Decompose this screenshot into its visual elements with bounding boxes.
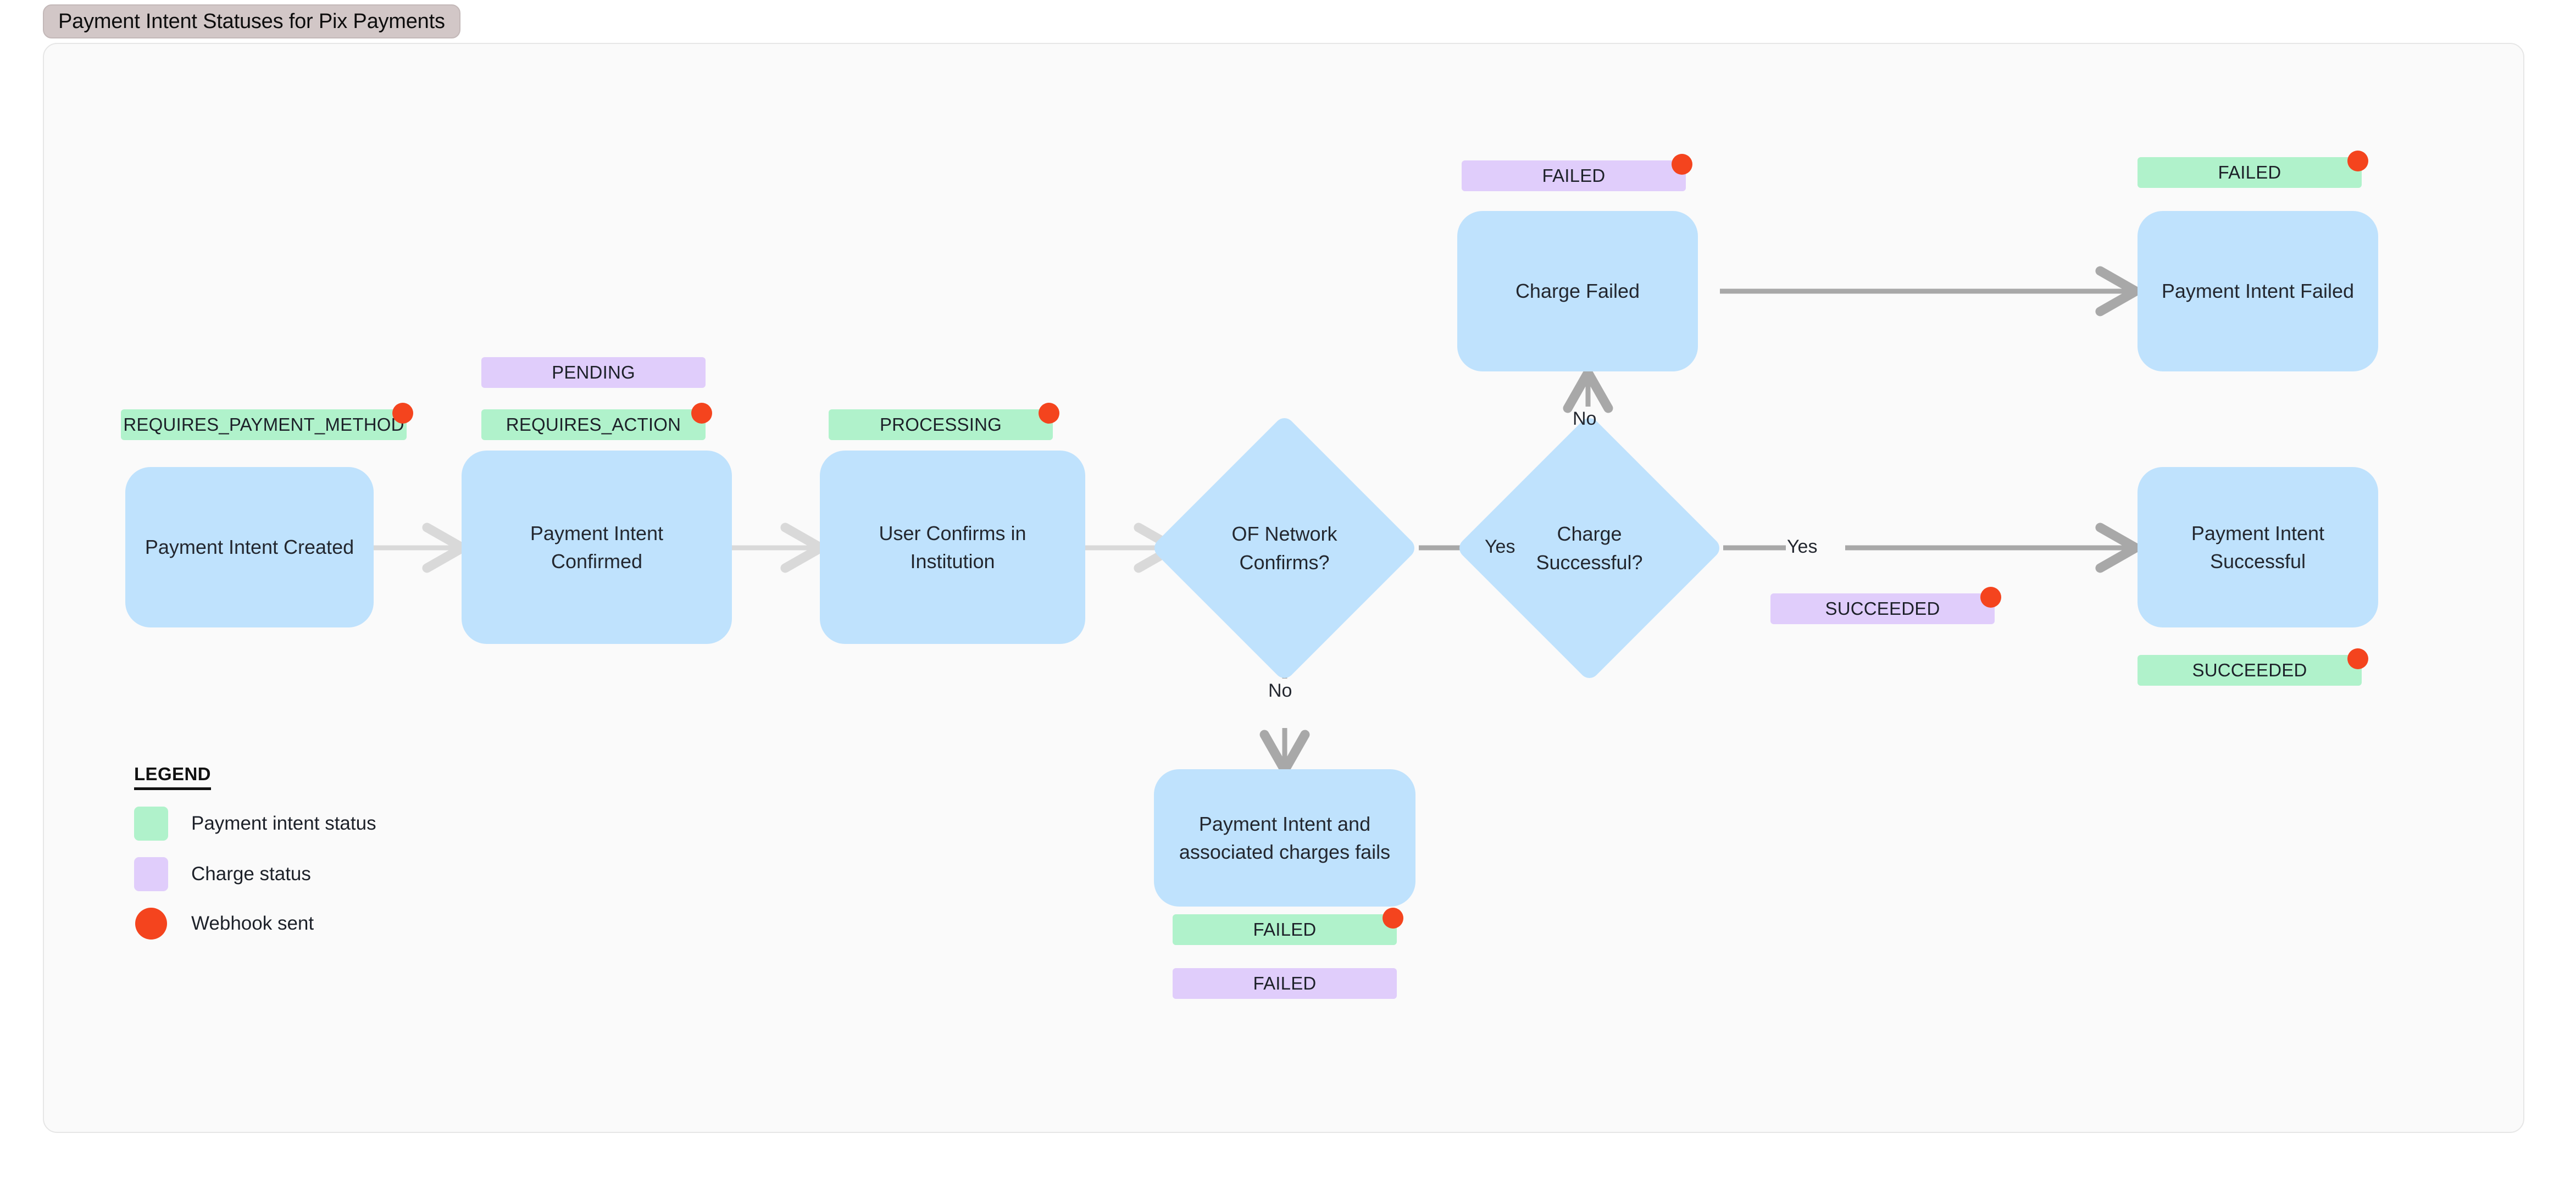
node-payment-intent-failed[interactable]: Payment Intent Failed: [2138, 211, 2378, 371]
node-charge-failed[interactable]: Charge Failed: [1457, 211, 1698, 371]
node-payment-intent-created[interactable]: Payment Intent Created: [125, 467, 374, 627]
decision-label-line2: Confirms?: [1239, 551, 1330, 574]
edge-label-of-network-no: No: [1268, 680, 1292, 701]
status-chip-label: SUCCEEDED: [2192, 660, 2307, 680]
node-label-line1: Payment Intent: [530, 521, 664, 544]
node-label-line2: Institution: [910, 550, 995, 573]
status-chip-label: FAILED: [2218, 162, 2281, 182]
legend-item-label: Webhook sent: [191, 913, 314, 934]
decision-label-line2: Successful?: [1536, 551, 1643, 574]
decision-of-network-confirms[interactable]: OF Network Confirms?: [1150, 414, 1419, 682]
webhook-sent-dot-icon: [2347, 648, 2368, 669]
status-chip-payment-intent-succeeded[interactable]: SUCCEEDED: [2138, 648, 2368, 686]
status-chip-charge-succeeded[interactable]: SUCCEEDED: [1770, 587, 2001, 624]
webhook-sent-dot-icon: [1383, 908, 1403, 929]
node-payment-intent-successful[interactable]: Payment Intent Successful: [2138, 467, 2378, 627]
node-label-line1: Payment Intent: [2191, 521, 2325, 544]
status-chip-bottom-failed-green[interactable]: FAILED: [1173, 908, 1403, 945]
node-label-line1: User Confirms in: [879, 521, 1026, 544]
node-label: Payment Intent Failed: [2161, 280, 2355, 303]
decision-label-line1: Charge: [1557, 523, 1622, 546]
status-chip-label: PROCESSING: [879, 414, 1002, 435]
status-chip-label: FAILED: [1253, 919, 1317, 940]
webhook-sent-dot-icon: [392, 403, 413, 424]
webhook-sent-dot-icon: [1980, 587, 2001, 608]
decision-charge-successful[interactable]: Charge Successful?: [1455, 414, 1724, 682]
status-chip-processing[interactable]: PROCESSING: [829, 403, 1059, 440]
diagram-title-tab[interactable]: Payment Intent Statuses for Pix Payments: [43, 4, 460, 38]
node-label-line1: Payment Intent and: [1198, 812, 1371, 835]
status-chip-requires-action[interactable]: REQUIRES_ACTION: [481, 403, 712, 440]
status-chip-label: REQUIRES_PAYMENT_METHOD: [123, 414, 404, 435]
legend-title: LEGEND: [134, 764, 211, 790]
status-chip-label: FAILED: [1253, 973, 1317, 993]
status-chip-charge-failed[interactable]: FAILED: [1462, 154, 1692, 191]
webhook-sent-dot-icon: [2347, 151, 2368, 171]
status-chip-label: SUCCEEDED: [1825, 598, 1940, 619]
edge-label-of-network-yes: Yes: [1485, 536, 1515, 557]
status-chip-requires-payment-method[interactable]: REQUIRES_PAYMENT_METHOD: [121, 403, 413, 440]
edge-label-charge-successful-no: No: [1573, 408, 1597, 429]
status-chip-bottom-failed-purple[interactable]: FAILED: [1173, 968, 1397, 999]
node-label-line2: Successful: [2209, 550, 2306, 573]
legend-swatch-webhook-dot-icon: [135, 908, 167, 940]
status-chip-label: REQUIRES_ACTION: [506, 414, 681, 435]
status-chip-payment-intent-failed[interactable]: FAILED: [2138, 151, 2368, 188]
node-label-line2: associated charges fails: [1179, 841, 1391, 863]
decision-label-line1: OF Network: [1231, 523, 1337, 546]
status-chip-pending[interactable]: PENDING: [481, 357, 706, 388]
legend-swatch-purple-icon: [134, 857, 168, 891]
status-chip-label: FAILED: [1542, 165, 1606, 186]
legend-item-label: Charge status: [191, 863, 311, 885]
legend: LEGEND Payment intent status Charge stat…: [134, 764, 376, 940]
node-label: Charge Failed: [1515, 280, 1640, 303]
node-payment-intent-and-charges-fail[interactable]: Payment Intent and associated charges fa…: [1154, 769, 1415, 907]
legend-item-charge-status: Charge status: [134, 857, 376, 891]
webhook-sent-dot-icon: [1039, 403, 1059, 424]
legend-item-payment-intent-status: Payment intent status: [134, 807, 376, 841]
legend-swatch-green-icon: [134, 807, 168, 841]
node-payment-intent-confirmed[interactable]: Payment Intent Confirmed: [462, 451, 732, 644]
webhook-sent-dot-icon: [1672, 154, 1692, 175]
legend-item-webhook-sent: Webhook sent: [134, 908, 376, 940]
webhook-sent-dot-icon: [691, 403, 712, 424]
node-label: Payment Intent Created: [145, 536, 354, 559]
diagram-canvas[interactable]: REQUIRES_PAYMENT_METHOD PENDING REQUIRES…: [43, 43, 2524, 1133]
legend-item-label: Payment intent status: [191, 813, 376, 834]
node-label-line2: Confirmed: [551, 550, 643, 573]
diagram-title-text: Payment Intent Statuses for Pix Payments: [58, 9, 445, 33]
edge-label-charge-successful-yes: Yes: [1787, 536, 1818, 557]
status-chip-label: PENDING: [552, 362, 635, 382]
node-user-confirms-in-institution[interactable]: User Confirms in Institution: [820, 451, 1085, 644]
